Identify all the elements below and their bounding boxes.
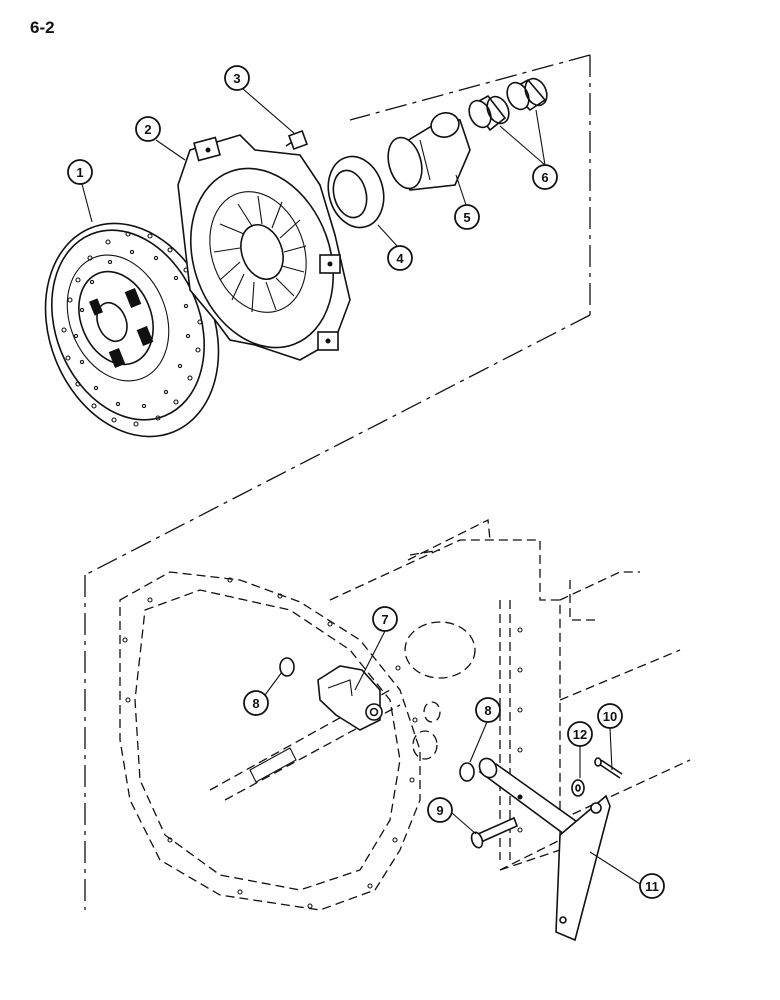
clutch-housing-outline (119, 518, 691, 911)
bolt (285, 130, 308, 150)
cotter-pin (594, 757, 623, 779)
clevis-pin (470, 816, 519, 849)
lever (555, 794, 611, 942)
callout-2: 2 (135, 116, 161, 142)
callout-8-left-label: 8 (252, 696, 259, 711)
upper-plane-outline (84, 54, 591, 910)
clutch-disc (44, 222, 220, 438)
release-bearing (327, 155, 385, 229)
callout-10-label: 10 (603, 709, 617, 724)
callout-4-label: 4 (396, 251, 404, 266)
callout-1: 1 (67, 159, 93, 185)
callout-7: 7 (372, 606, 398, 632)
release-fork (317, 665, 383, 731)
o-ring-left (279, 657, 295, 677)
callout-12-label: 12 (573, 727, 587, 742)
callout-6-label: 6 (541, 170, 548, 185)
callout-1-label: 1 (76, 165, 83, 180)
leader-lines (81, 88, 641, 885)
callout-3: 3 (224, 65, 250, 91)
callout-6: 6 (532, 164, 558, 190)
callout-12: 12 (567, 721, 593, 747)
cross-shaft (478, 757, 582, 835)
callout-10: 10 (597, 703, 623, 729)
callout-8-left: 8 (243, 690, 269, 716)
callout-8-right: 8 (475, 697, 501, 723)
callout-3-label: 3 (233, 71, 240, 86)
callout-11-label: 11 (645, 879, 659, 894)
callout-8-right-label: 8 (484, 703, 491, 718)
callout-11: 11 (639, 873, 665, 899)
callout-9: 9 (427, 797, 453, 823)
callout-4: 4 (387, 245, 413, 271)
callout-5: 5 (454, 204, 480, 230)
bushings (468, 77, 548, 132)
page-number: 6-2 (30, 18, 55, 37)
callout-7-label: 7 (381, 612, 388, 627)
bearing-carrier (387, 112, 471, 191)
o-ring-right (459, 762, 475, 782)
callout-5-label: 5 (463, 210, 470, 225)
pressure-plate (177, 134, 351, 361)
callout-9-label: 9 (436, 803, 443, 818)
callout-2-label: 2 (144, 122, 151, 137)
washer (571, 779, 585, 797)
